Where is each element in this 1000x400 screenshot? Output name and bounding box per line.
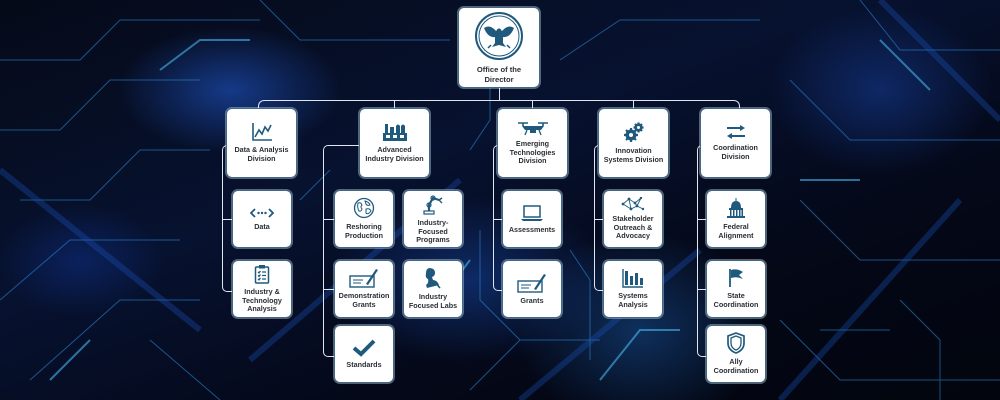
division-label: Data & Analysis Division <box>234 145 289 163</box>
connector-emerging-up <box>532 100 533 108</box>
spine-data-analysis-mid <box>222 219 232 220</box>
unit-stakeholder-outreach-advocacy[interactable]: Stakeholder Outreach & Advocacy <box>603 190 663 248</box>
network-icon <box>621 196 645 211</box>
unit-label: Industry-Focused Programs <box>416 217 450 245</box>
gears-icon <box>623 121 645 143</box>
spine-emerging-mid <box>493 219 502 220</box>
director-label: Office of the Director <box>476 65 522 84</box>
code-dots-icon <box>250 207 274 219</box>
division-coordination[interactable]: Coordination Division <box>700 108 771 178</box>
connector-innovation-up <box>633 100 634 108</box>
laptop-icon <box>520 204 544 222</box>
unit-federal-alignment[interactable]: Federal Alignment <box>706 190 766 248</box>
unit-label: State Coordination <box>713 291 759 309</box>
unit-assessments[interactable]: Assessments <box>502 190 562 248</box>
spine-advanced-industry-mid1 <box>323 219 334 220</box>
shield-icon <box>727 332 745 355</box>
eagle-seal-icon <box>474 11 524 61</box>
unit-label: Industry Focused Labs <box>408 292 458 310</box>
bar-chart-icon <box>622 268 644 288</box>
division-label: Coordination Division <box>713 143 758 161</box>
exchange-arrows-icon <box>725 124 747 140</box>
spine-coordination-mid2 <box>697 289 706 290</box>
clipboard-checklist-icon <box>254 264 270 284</box>
unit-standards[interactable]: Standards <box>334 325 394 383</box>
unit-systems-analysis[interactable]: Systems Analysis <box>603 260 663 318</box>
unit-grants[interactable]: Grants <box>502 260 562 318</box>
check-signing-icon <box>517 273 547 293</box>
division-innovation-systems[interactable]: Innovation Systems Division <box>598 108 669 178</box>
unit-industry-focused-labs[interactable]: Industry Focused Labs <box>403 260 463 318</box>
unit-label: Stakeholder Outreach & Advocacy <box>612 213 654 241</box>
robotic-arm-icon <box>421 193 445 215</box>
drone-icon <box>517 120 549 136</box>
unit-label: Ally Coordination <box>713 357 759 375</box>
line-chart-icon <box>251 122 273 142</box>
unit-reshoring-production[interactable]: Reshoring Production <box>334 190 394 248</box>
division-data-analysis[interactable]: Data & Analysis Division <box>226 108 297 178</box>
connector-director-down <box>499 88 500 101</box>
unit-label: Data <box>254 221 270 231</box>
unit-state-coordination[interactable]: State Coordination <box>706 260 766 318</box>
flag-icon <box>727 268 745 288</box>
unit-label: Industry & Technology Analysis <box>242 286 282 314</box>
unit-label: Systems Analysis <box>618 291 648 309</box>
unit-ally-coordination[interactable]: Ally Coordination <box>706 325 766 383</box>
spine-coordination-mid1 <box>697 219 706 220</box>
unit-industry-focused-programs[interactable]: Industry-Focused Programs <box>403 190 463 248</box>
spine-advanced-industry-mid2 <box>323 289 334 290</box>
microscope-icon <box>423 267 443 289</box>
division-label: Advanced Industry Division <box>365 145 424 163</box>
division-advanced-industry[interactable]: Advanced Industry Division <box>359 108 430 178</box>
division-label: Emerging Technologies Division <box>509 138 556 166</box>
factory-icon <box>382 122 408 142</box>
checkmark-icon <box>352 339 376 357</box>
capitol-icon <box>726 197 746 219</box>
unit-label: Demonstration Grants <box>338 291 390 309</box>
unit-data[interactable]: Data <box>232 190 292 248</box>
unit-label: Grants <box>520 295 544 305</box>
unit-industry-technology-analysis[interactable]: Industry & Technology Analysis <box>232 260 292 318</box>
unit-demonstration-grants[interactable]: Demonstration Grants <box>334 260 394 318</box>
unit-label: Standards <box>346 359 382 369</box>
connector-advanced-industry-up <box>394 100 395 108</box>
globe-icon <box>353 197 375 219</box>
unit-label: Reshoring Production <box>345 222 383 240</box>
division-label: Innovation Systems Division <box>603 146 664 164</box>
division-emerging-technologies[interactable]: Emerging Technologies Division <box>497 108 568 178</box>
office-of-the-director-box[interactable]: Office of the Director <box>458 7 540 88</box>
spine-innovation-mid <box>594 219 603 220</box>
connector-main-horizontal <box>258 100 740 109</box>
unit-label: Federal Alignment <box>718 222 754 240</box>
unit-label: Assessments <box>508 224 556 234</box>
check-signing-icon <box>349 268 379 288</box>
